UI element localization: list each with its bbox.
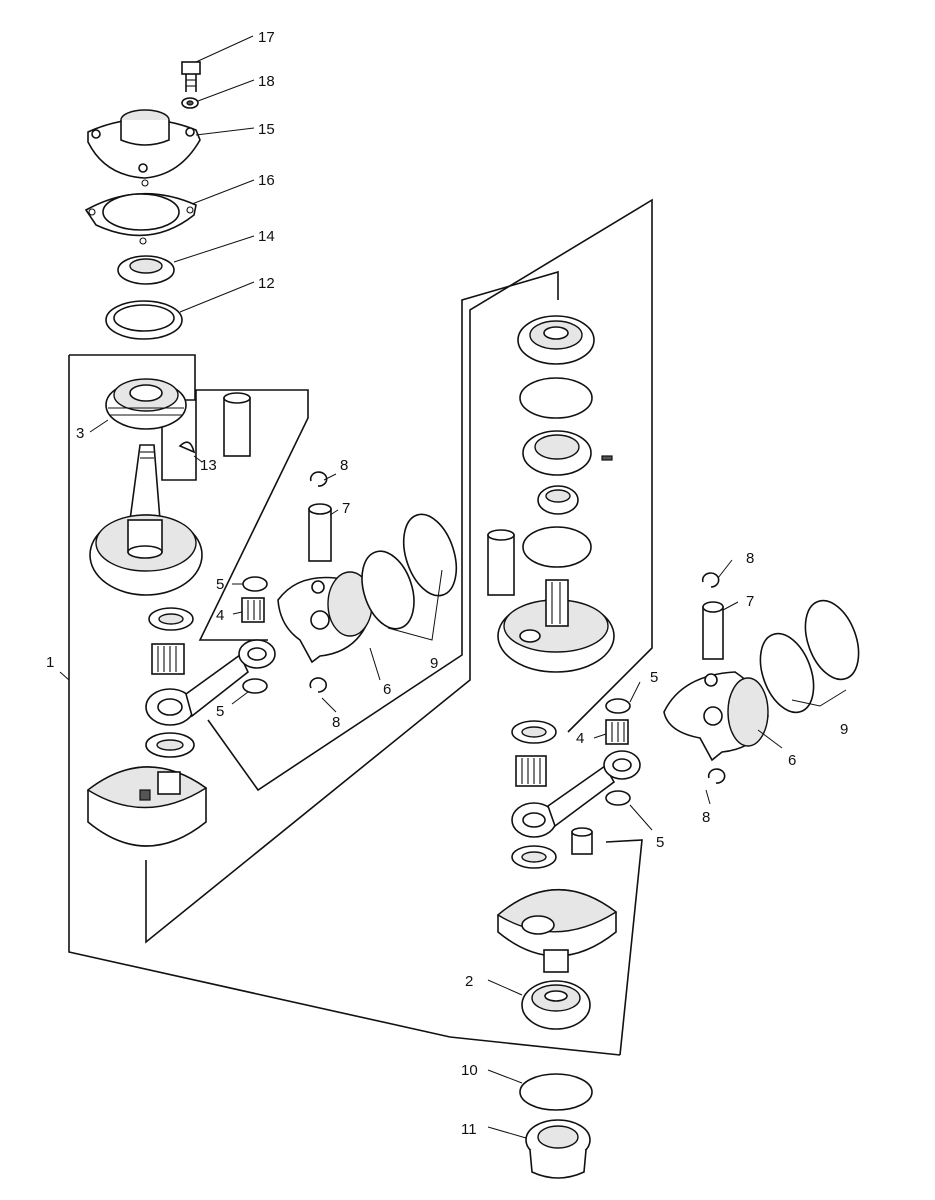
circlip-8-lower-right [707, 768, 726, 784]
callout-5-lower-right: 5 [656, 834, 664, 851]
bearing-3 [105, 378, 187, 430]
piston-rings-right [759, 599, 860, 714]
sleeve-right [537, 485, 579, 515]
thrust-washer-upper-left [148, 607, 194, 631]
assembly-bracket-1 [68, 198, 653, 1056]
bolt-17 [181, 61, 201, 92]
callout-labels: 17 18 15 16 14 12 3 13 1 5 4 5 8 7 6 8 9… [46, 29, 848, 1138]
bearing-cover-15 [87, 109, 201, 179]
needle-bearing-left [151, 643, 185, 675]
thrust-washer-lower-right [511, 845, 557, 869]
leader-lines [59, 35, 847, 1139]
crankshaft-lower-right [496, 888, 618, 973]
thrust-washer-upper-right [511, 720, 557, 744]
thrust-washer-lower-left [145, 732, 195, 758]
ring-right-upper [519, 377, 593, 419]
callout-11: 11 [461, 1121, 477, 1138]
callout-8-lower-left: 8 [332, 714, 340, 731]
small-end-bearing-right [605, 719, 629, 745]
crankshaft-lower-left [86, 766, 208, 847]
callout-5-upper-left: 5 [216, 576, 224, 593]
crank-pin-right [487, 529, 515, 596]
callout-17: 17 [258, 29, 275, 46]
callout-7-left: 7 [342, 500, 350, 517]
woodruff-key-13 [178, 441, 196, 454]
circlip-8-upper-right [701, 572, 720, 588]
bearing-11 [525, 1119, 591, 1179]
crankshaft-upper-left [89, 444, 203, 596]
callout-13: 13 [200, 457, 217, 474]
crankshaft-upper-right [497, 579, 615, 673]
small-end-bearing-left [241, 597, 265, 623]
ring-right-middle [522, 526, 592, 568]
callout-6-left: 6 [383, 681, 391, 698]
callout-8-upper-left: 8 [340, 457, 348, 474]
callout-14: 14 [258, 228, 275, 245]
washer-5-upper-right [605, 698, 631, 714]
callout-10: 10 [461, 1062, 478, 1079]
callout-18: 18 [258, 73, 275, 90]
crank-pin-left [223, 392, 251, 457]
callout-5-lower-left: 5 [216, 703, 224, 720]
piston-right [663, 671, 769, 762]
callout-1: 1 [46, 654, 54, 671]
callout-4-right: 4 [576, 730, 584, 747]
callout-12: 12 [258, 275, 275, 292]
washer-5-lower-left [242, 678, 268, 694]
callout-3: 3 [76, 425, 84, 442]
callout-8-lower-right: 8 [702, 809, 710, 826]
circlip-8-upper-left [309, 471, 328, 487]
piston-rings-left [361, 513, 458, 630]
ring-10 [519, 1073, 593, 1111]
washer-18 [181, 97, 199, 109]
main-bearing-2 [521, 980, 591, 1030]
washer-5-upper-left [242, 576, 268, 592]
callout-6-right: 6 [788, 752, 796, 769]
callout-4-left: 4 [216, 607, 224, 624]
seal-14 [117, 255, 175, 285]
needle-bearing-right [515, 755, 547, 787]
piston-left [277, 571, 373, 664]
wrist-pin-right [702, 601, 724, 660]
callout-16: 16 [258, 172, 275, 189]
callout-7-right: 7 [746, 593, 754, 610]
wrist-pin-left [308, 503, 332, 562]
callout-8-upper-right: 8 [746, 550, 754, 567]
callout-5-upper-right: 5 [650, 669, 658, 686]
circlip-8-lower-left [309, 677, 327, 693]
main-bearing-upper-right [517, 315, 595, 365]
crank-pin-lower-right [571, 827, 593, 855]
connecting-rod-right [511, 750, 641, 838]
seal-right [522, 430, 613, 476]
callout-9-right: 9 [840, 721, 848, 738]
callout-15: 15 [258, 121, 275, 138]
ring-12 [105, 300, 183, 340]
callout-9-left: 9 [430, 655, 438, 672]
gasket-16 [84, 179, 197, 245]
washer-5-lower-right [605, 790, 631, 806]
callout-2: 2 [465, 973, 473, 990]
connecting-rod-left [145, 639, 276, 726]
